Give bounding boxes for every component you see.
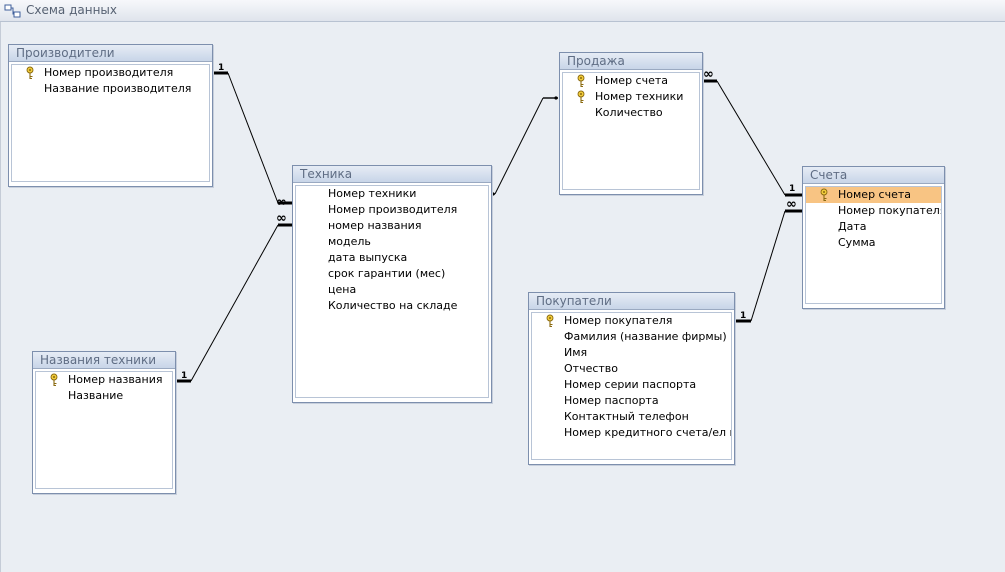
field-row[interactable]: Номер счета (806, 187, 941, 203)
field-label: Название производителя (44, 82, 192, 95)
field-label: номер названия (328, 219, 422, 232)
field-label: Номер производителя (328, 203, 458, 216)
field-row[interactable]: Количество на складе (296, 298, 488, 314)
field-label: Сумма (838, 236, 876, 249)
cardinality-label: ∞ (276, 211, 287, 226)
primary-key-icon (819, 188, 829, 202)
table-title[interactable]: Покупатели (529, 293, 734, 310)
relationship-line (190, 224, 279, 382)
field-label: Номер счета (838, 188, 912, 201)
relationship-join-dot (491, 192, 495, 196)
field-row[interactable]: Контактный телефон (532, 409, 731, 425)
table-title[interactable]: Техника (293, 166, 491, 183)
primary-key-icon (576, 90, 586, 104)
relationship-line (716, 80, 786, 196)
cardinality-label: ∞ (786, 197, 797, 212)
primary-key-icon (25, 66, 35, 80)
table-title[interactable]: Продажа (560, 53, 702, 70)
field-label: Номер названия (68, 373, 163, 386)
field-row[interactable]: Номер серии паспорта (532, 377, 731, 393)
field-row[interactable]: Номер паспорта (532, 393, 731, 409)
relationships-icon (4, 4, 21, 18)
cardinality-label: 1 (789, 184, 795, 194)
field-row[interactable]: Номер названия (36, 372, 172, 388)
field-row[interactable]: Номер производителя (12, 65, 209, 81)
field-label: Номер паспорта (564, 394, 659, 407)
window-title: Схема данных (26, 3, 118, 17)
field-label: Контактный телефон (564, 410, 689, 423)
field-row[interactable]: Название (36, 388, 172, 404)
field-row[interactable]: Номер техники (296, 186, 488, 202)
cardinality-label: 1 (181, 371, 187, 381)
field-row[interactable]: номер названия (296, 218, 488, 234)
field-label: Номер техники (595, 90, 684, 103)
field-row[interactable]: Номер счета (563, 73, 699, 89)
field-label: Номер счета (595, 74, 669, 87)
field-row[interactable]: Номер покупателя (532, 313, 731, 329)
table-title[interactable]: Счета (803, 167, 944, 184)
field-row[interactable]: модель (296, 234, 488, 250)
field-row[interactable]: Сумма (806, 235, 941, 251)
primary-key-icon (49, 373, 59, 387)
field-label: модель (328, 235, 371, 248)
field-label: Имя (564, 346, 588, 359)
field-row[interactable]: Фамилия (название фирмы) (532, 329, 731, 345)
field-label: Количество (595, 106, 663, 119)
window-titlebar: Схема данных (0, 0, 1005, 22)
field-row[interactable]: Количество (563, 105, 699, 121)
cardinality-label: 1 (740, 311, 746, 321)
cardinality-label: 1 (218, 63, 224, 73)
field-label: Номер производителя (44, 66, 174, 79)
field-label: Номер покупателя (564, 314, 673, 327)
field-label: дата выпуска (328, 251, 408, 264)
primary-key-icon (545, 314, 555, 328)
field-row[interactable]: срок гарантии (мес) (296, 266, 488, 282)
field-label: Дата (838, 220, 867, 233)
field-row[interactable]: дата выпуска (296, 250, 488, 266)
field-row[interactable]: Дата (806, 219, 941, 235)
table-title[interactable]: Производители (9, 45, 212, 62)
field-row[interactable]: Номер техники (563, 89, 699, 105)
field-row[interactable]: Название производителя (12, 81, 209, 97)
field-label: Название (68, 389, 124, 402)
field-label: Номер покупателя (838, 204, 941, 217)
field-label: Количество на складе (328, 299, 458, 312)
relationship-line (750, 210, 786, 322)
field-row[interactable]: Номер кредитного счета/ел ко (532, 425, 731, 441)
table-title[interactable]: Названия техники (33, 352, 175, 369)
field-label: Фамилия (название фирмы) (564, 330, 727, 343)
field-row[interactable]: цена (296, 282, 488, 298)
field-label: цена (328, 283, 357, 296)
field-label: Отчество (564, 362, 619, 375)
field-row[interactable]: Отчество (532, 361, 731, 377)
cardinality-label: ∞ (276, 195, 287, 210)
field-label: Номер кредитного счета/ел ко (564, 426, 731, 439)
cardinality-label: ∞ (703, 67, 714, 82)
relationship-join-dot (554, 96, 558, 100)
field-row[interactable]: Номер производителя (296, 202, 488, 218)
field-label: срок гарантии (мес) (328, 267, 446, 280)
relationship-line (494, 97, 544, 195)
primary-key-icon (576, 74, 586, 88)
field-row[interactable]: Номер покупателя (806, 203, 941, 219)
field-row[interactable]: Имя (532, 345, 731, 361)
field-label: Номер техники (328, 187, 417, 200)
relationship-line (227, 72, 279, 204)
field-label: Номер серии паспорта (564, 378, 697, 391)
